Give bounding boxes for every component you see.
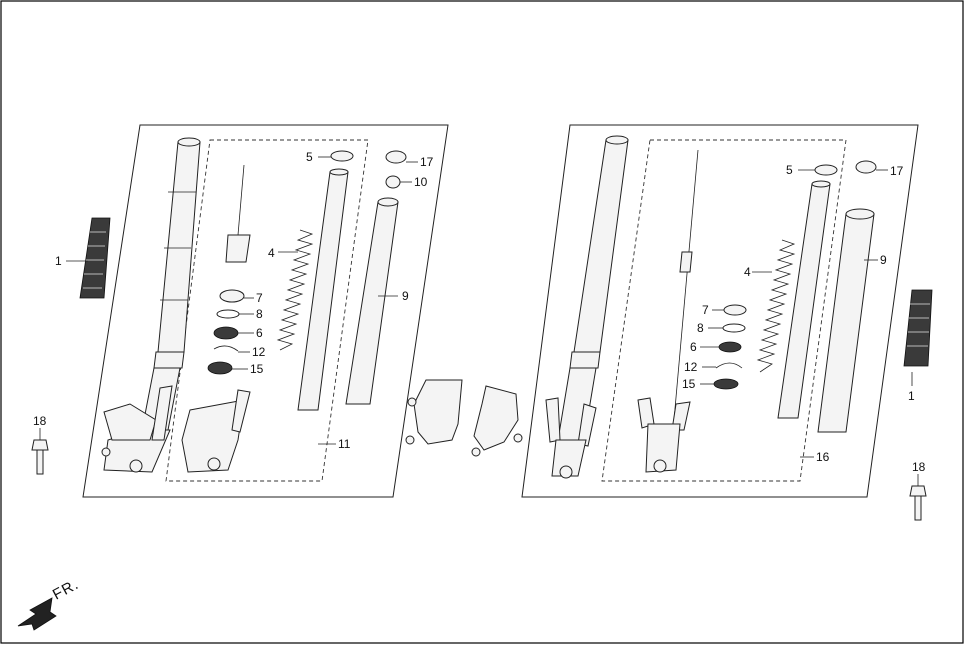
left-cap-17 <box>385 150 407 164</box>
callout-left-6: 6 <box>256 326 263 340</box>
front-label: FR. <box>50 576 82 604</box>
right-cap-17 <box>855 160 877 174</box>
callout-right-5: 5 <box>786 163 793 177</box>
callout-left-1: 1 <box>55 254 62 268</box>
left-bolt-18: 18 <box>31 414 49 475</box>
front-direction-marker: FR. <box>17 576 82 631</box>
callout-right-12: 12 <box>684 360 698 374</box>
callout-left-17: 17 <box>420 155 434 169</box>
callout-left-18: 18 <box>33 414 47 428</box>
left-inner-cartridge <box>297 168 349 411</box>
right-assembly-frame <box>521 124 919 498</box>
callout-right-6: 6 <box>690 340 697 354</box>
left-clip-12 <box>213 345 239 352</box>
left-damper-rod <box>225 164 251 263</box>
left-fork-spring <box>276 229 314 351</box>
left-spacer-5 <box>330 150 354 162</box>
callout-left-10: 10 <box>414 175 428 189</box>
right-bushing-7 <box>723 304 747 316</box>
right-fork-tube <box>817 208 875 433</box>
right-fork-leg <box>545 135 629 479</box>
left-dust-seal-15 <box>207 361 233 375</box>
right-inner-cartridge <box>777 180 831 419</box>
left-fork-tube <box>345 197 399 405</box>
right-inner-kit-frame <box>601 139 847 482</box>
callout-right-4: 4 <box>744 265 751 279</box>
callout-left-15: 15 <box>250 362 264 376</box>
callout-left-11: 11 <box>338 437 351 451</box>
left-fork-assembly: 1 4 5 17 10 7 8 6 12 15 9 11 <box>55 124 449 498</box>
right-axle-bracket <box>637 397 691 473</box>
right-spacer-5 <box>814 164 838 176</box>
callout-right-15: 15 <box>682 377 696 391</box>
left-fork-boot <box>79 217 111 299</box>
callout-right-17: 17 <box>890 164 904 178</box>
right-fork-assembly: 4 5 17 7 8 6 12 15 9 16 1 <box>521 124 933 498</box>
left-washer-8 <box>216 309 240 319</box>
right-oil-seal-6 <box>718 341 742 353</box>
callout-left-7: 7 <box>256 291 263 305</box>
callout-right-1: 1 <box>908 389 915 403</box>
left-fork-leg <box>101 137 201 473</box>
center-fork-guards <box>405 379 523 457</box>
callout-right-18: 18 <box>912 460 926 474</box>
right-washer-8 <box>722 323 746 333</box>
callout-left-8: 8 <box>256 307 263 321</box>
right-fork-boot <box>903 289 933 367</box>
left-axle-bracket <box>181 389 251 473</box>
right-bolt-18: 18 <box>909 460 927 521</box>
right-clip-12 <box>715 362 743 369</box>
callout-left-4: 4 <box>268 246 275 260</box>
callout-left-12: 12 <box>252 345 266 359</box>
callout-right-16: 16 <box>816 450 830 464</box>
left-bushing-7 <box>219 289 245 303</box>
callout-right-7: 7 <box>702 303 709 317</box>
right-damper-rod <box>673 149 699 421</box>
right-fork-spring <box>756 239 796 373</box>
arrow-down-left-icon <box>17 597 57 631</box>
callout-right-9: 9 <box>880 253 887 267</box>
left-oil-seal-6 <box>213 326 239 340</box>
left-nut-10 <box>385 175 401 189</box>
callout-right-8: 8 <box>697 321 704 335</box>
left-assembly-frame <box>82 124 449 498</box>
callout-left-5: 5 <box>306 150 313 164</box>
right-dust-seal-15 <box>713 378 739 390</box>
callout-left-9: 9 <box>402 289 409 303</box>
